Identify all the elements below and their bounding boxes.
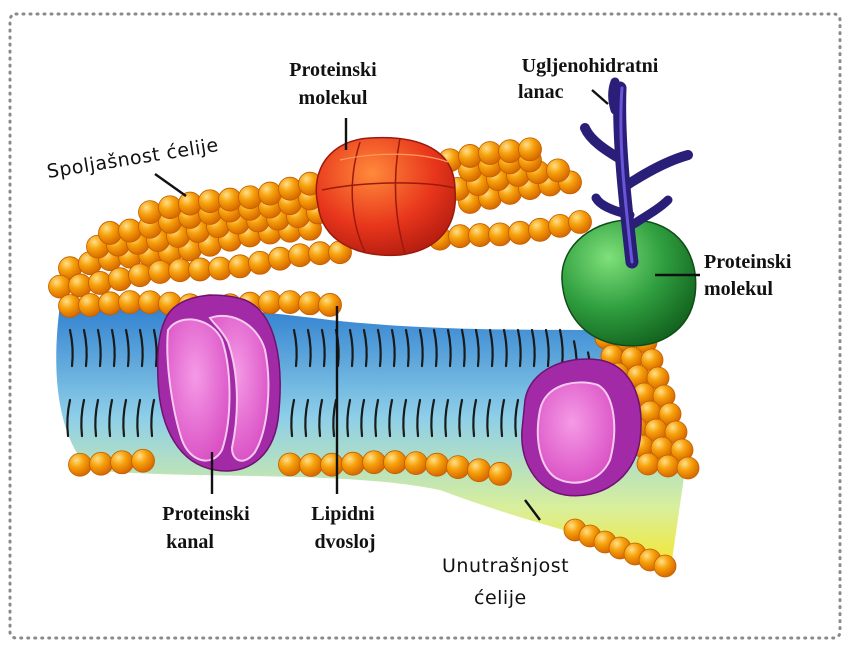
lipid-head: [279, 177, 302, 200]
lipid-head: [321, 453, 344, 476]
label-cell-interior-2: ćelije: [474, 587, 527, 609]
lipid-head: [269, 247, 292, 270]
lipid-head: [59, 294, 82, 317]
label-protein-molecule-right-1: Proteinski: [704, 251, 792, 273]
lipid-head: [169, 259, 192, 282]
lipid-head: [569, 210, 592, 233]
lipid-head: [89, 271, 112, 294]
lipid-head: [384, 451, 407, 474]
label-protein-channel-1: Proteinski: [162, 503, 250, 525]
lipid-head: [79, 293, 102, 316]
label-protein-molecule-top-1: Proteinski: [289, 59, 377, 81]
lipid-head: [459, 144, 482, 167]
lipid-head: [111, 451, 134, 474]
lipid-head: [132, 449, 155, 472]
label-protein-molecule-top-2: molekul: [299, 87, 368, 109]
lipid-head: [279, 291, 302, 314]
lipid-head: [677, 457, 699, 479]
protein-molecule-red: [316, 138, 455, 256]
lipid-head: [449, 225, 472, 248]
lipid-head: [489, 462, 512, 485]
lipid-head: [300, 453, 323, 476]
lipid-head: [90, 452, 113, 475]
lipid-head: [189, 258, 212, 281]
lipid-head: [519, 138, 542, 161]
lipid-head: [249, 251, 272, 274]
lipid-head: [654, 555, 676, 577]
lipid-head: [405, 452, 428, 475]
lipid-head: [219, 188, 242, 211]
lipid-head: [299, 292, 322, 315]
lipid-head: [109, 268, 132, 291]
lipid-head: [468, 459, 491, 482]
lipid-head: [139, 201, 162, 224]
label-carbohydrate-chain-2: lanac: [518, 81, 564, 103]
label-cell-interior-1: Unutrašnjost: [442, 555, 569, 577]
lipid-head: [239, 186, 262, 209]
lipid-head: [149, 261, 172, 284]
label-carbohydrate-chain-1: Ugljenohidratni: [522, 55, 659, 77]
lipid-head: [363, 451, 386, 474]
lipid-head: [199, 190, 222, 213]
protein-channel-left: [158, 295, 280, 471]
lipid-head: [426, 453, 449, 476]
lipid-head: [289, 244, 312, 267]
lipid-head: [342, 452, 365, 475]
lipid-head: [499, 140, 522, 163]
lipid-head: [119, 219, 142, 242]
label-protein-channel-2: kanal: [166, 531, 214, 553]
lipid-head: [259, 182, 282, 205]
lipid-head: [99, 292, 122, 315]
lipid-head: [637, 453, 659, 475]
lipid-head: [209, 257, 232, 280]
lipid-head: [657, 455, 679, 477]
lipid-head: [99, 221, 122, 244]
lipid-head: [479, 142, 502, 165]
lipid-head: [489, 223, 512, 246]
lipid-head: [139, 291, 162, 314]
lipid-head: [119, 291, 142, 314]
lipid-head: [179, 192, 202, 215]
lipid-head: [509, 221, 532, 244]
lipid-head: [549, 214, 572, 237]
label-lipid-bilayer-1: Lipidni: [311, 503, 375, 525]
lipid-head: [547, 159, 570, 182]
protein-channel-right: [522, 359, 641, 496]
lipid-head: [259, 291, 282, 314]
lipid-head: [129, 264, 152, 287]
lipid-head: [309, 242, 332, 265]
lipid-head: [279, 453, 302, 476]
lipid-head: [69, 453, 92, 476]
label-lipid-bilayer-2: dvosloj: [314, 531, 375, 553]
label-protein-molecule-right-2: molekul: [704, 278, 773, 300]
lipid-head: [447, 456, 470, 479]
lipid-head: [159, 196, 182, 219]
lipid-head: [469, 224, 492, 247]
lipid-head: [229, 255, 252, 278]
label-cell-exterior: Spoljašnost ćelije: [45, 134, 220, 183]
lipid-head: [529, 218, 552, 241]
